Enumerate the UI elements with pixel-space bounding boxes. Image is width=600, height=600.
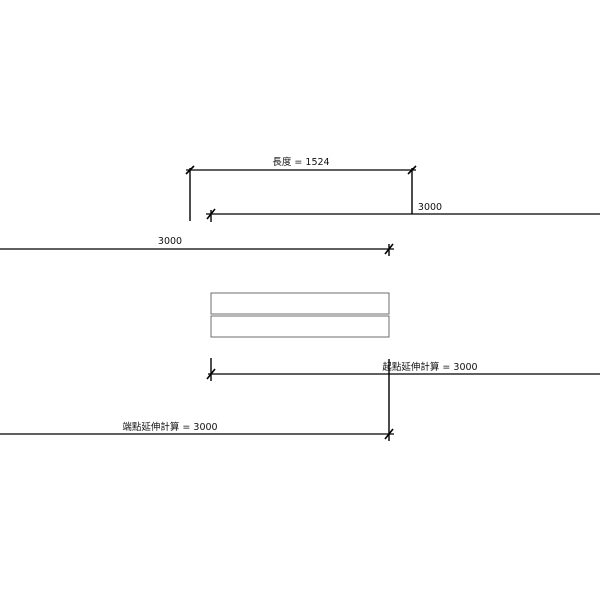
upper-right-dimension-label: 3000 [418, 202, 442, 213]
end-extension-tick [384, 428, 394, 440]
upper-left-extension-dimension: 3000 [0, 236, 394, 256]
member-upper-rect [210, 292, 390, 315]
upper-right-extension-dimension: 3000 [206, 202, 600, 222]
start-extension-tick [206, 368, 216, 380]
start-extension-label: 起點延伸計算 = 3000 [382, 361, 477, 373]
member-outline [210, 292, 390, 338]
length-dimension: 長度 = 1524 [185, 156, 417, 221]
length-right-tick [407, 165, 417, 175]
member-lower-rect [210, 315, 390, 338]
start-extension-dimension: 起點延伸計算 = 3000 [206, 358, 600, 381]
length-dimension-label: 長度 = 1524 [272, 156, 329, 168]
length-left-tick [185, 165, 195, 175]
end-extension-label: 端點延伸計算 = 3000 [122, 421, 217, 433]
upper-left-dimension-label: 3000 [158, 236, 182, 247]
end-extension-dimension: 端點延伸計算 = 3000 [0, 359, 394, 441]
